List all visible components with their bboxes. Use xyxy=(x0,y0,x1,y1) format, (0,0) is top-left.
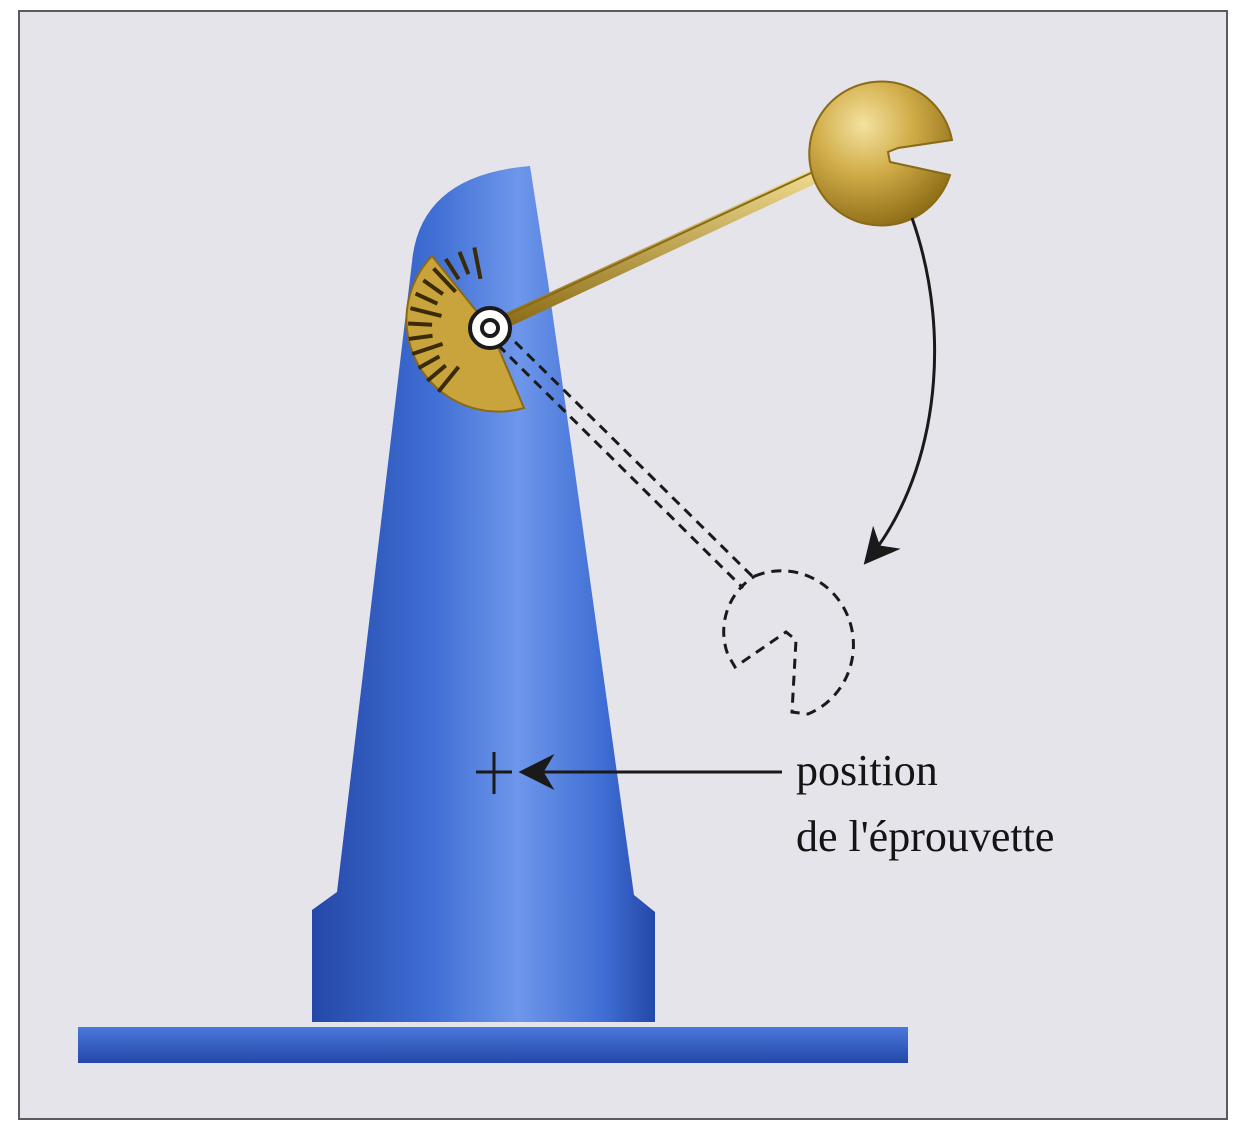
pendulum-final-position xyxy=(496,328,855,716)
dial-tick xyxy=(444,257,461,281)
dial-tick xyxy=(436,365,461,393)
swing-arrow xyxy=(863,217,937,565)
dial-tick xyxy=(422,278,445,296)
pivot xyxy=(468,306,512,350)
dial-tick xyxy=(457,251,471,275)
dial-tick xyxy=(411,341,444,356)
dial-tick xyxy=(414,291,439,306)
machine-column xyxy=(312,166,655,1022)
base-plate xyxy=(78,1027,908,1063)
dial-tick xyxy=(417,354,441,370)
angle-dial xyxy=(405,247,526,413)
dial-tick xyxy=(432,267,458,294)
specimen-position-marker xyxy=(476,752,512,794)
dial-tick xyxy=(409,306,442,318)
dial-tick xyxy=(472,247,483,280)
specimen-label-line2: de l'éprouvette xyxy=(796,812,1054,861)
dial-tick xyxy=(408,321,433,327)
pendulum-rod-edge xyxy=(489,164,829,324)
pendulum-rod xyxy=(483,163,835,335)
dial-tick xyxy=(426,363,447,383)
specimen-label-line1: position xyxy=(796,746,938,795)
pendulum-hammer xyxy=(808,80,954,227)
dial-tick xyxy=(408,333,433,341)
